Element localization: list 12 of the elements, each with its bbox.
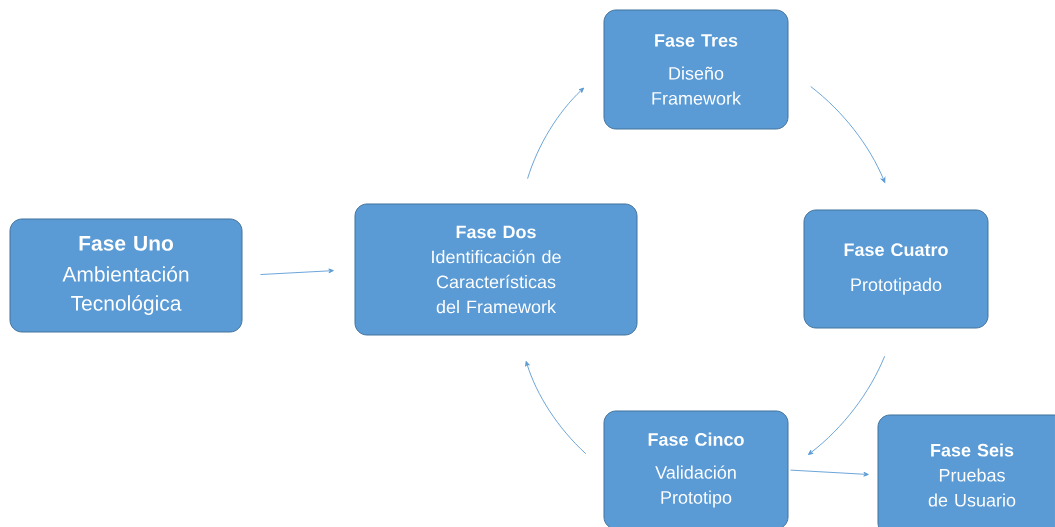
process-box: Fase Uno Ambientación Tecnológica <box>9 218 243 333</box>
process-box: Fase Seis Pruebas de Usuario <box>877 414 1055 527</box>
process-box: Fase Cinco Validación Prototipo <box>603 410 789 527</box>
arrow <box>527 87 585 180</box>
process-box: Fase Cuatro Prototipado <box>803 209 989 329</box>
arrow <box>790 469 869 477</box>
arrow <box>525 360 587 455</box>
arrow <box>810 86 886 184</box>
arrow <box>807 355 886 456</box>
process-box: Fase Tres Diseño Framework <box>603 9 789 130</box>
process-box: Fase Dos Identificación de Características del Framework <box>354 203 638 336</box>
arrow <box>260 268 334 275</box>
